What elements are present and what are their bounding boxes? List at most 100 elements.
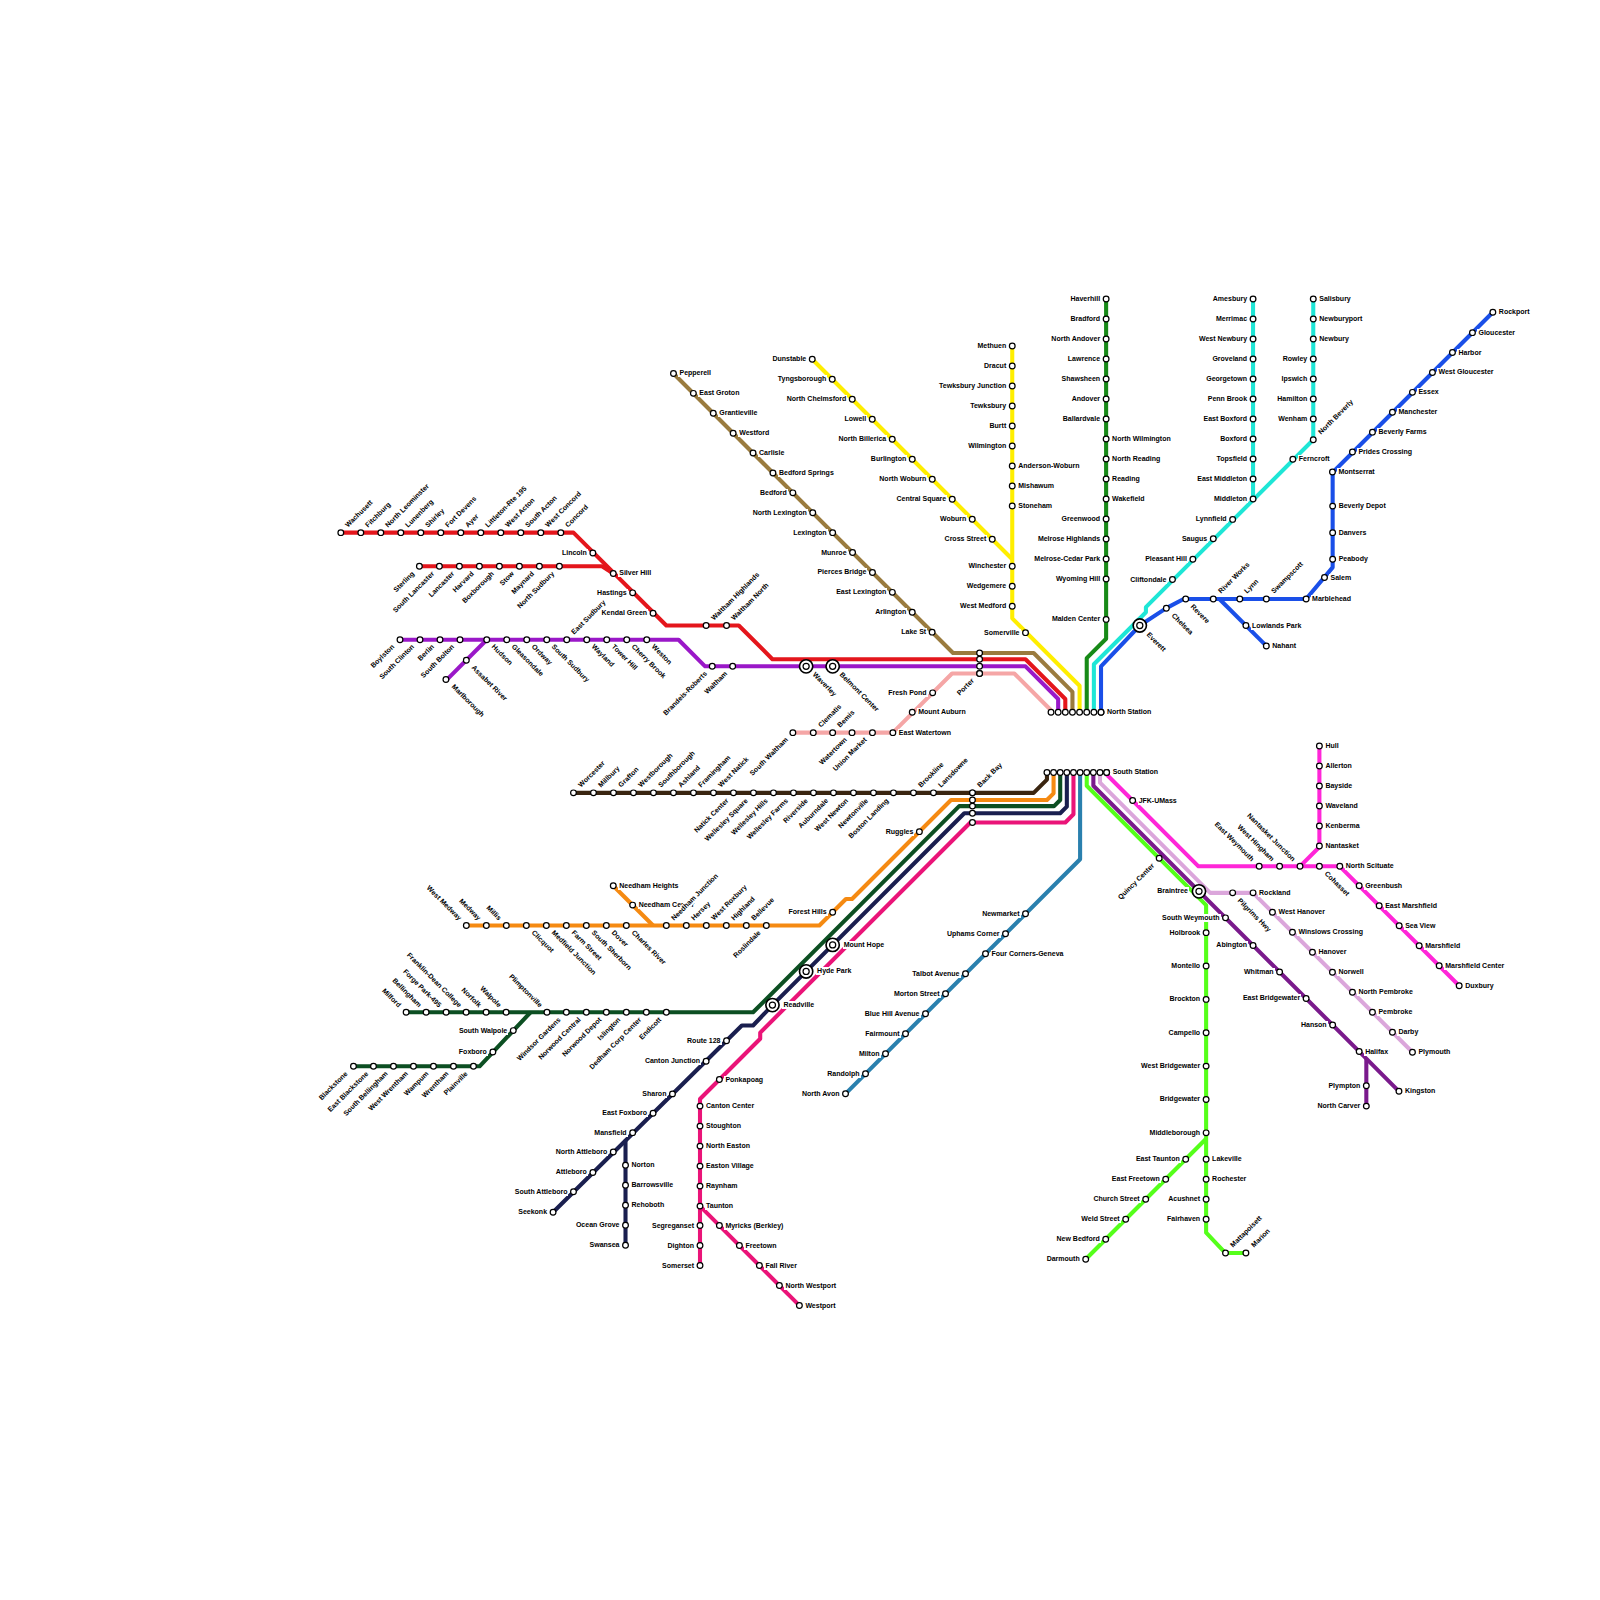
station-label: Attleboro xyxy=(555,1168,588,1176)
station-label: East Boxford xyxy=(1202,415,1248,423)
station-dot xyxy=(1390,1029,1396,1035)
station-dot xyxy=(1103,336,1109,342)
station-dot xyxy=(970,790,976,796)
station-dot xyxy=(417,563,423,569)
station-label: Waveland xyxy=(1324,802,1358,810)
station-label: Blue Hill Avenue xyxy=(864,1010,921,1018)
station-label: East Taunton xyxy=(1135,1155,1181,1163)
station-label: Brockton xyxy=(1168,995,1201,1003)
station-label: Everett xyxy=(1144,630,1168,654)
station-dot xyxy=(1290,929,1296,935)
station-label: North Avon xyxy=(801,1090,841,1098)
station-dot xyxy=(1009,603,1015,609)
station-label: Roslindale xyxy=(731,928,763,960)
station-dot xyxy=(1210,536,1216,542)
station-dot xyxy=(1330,530,1336,536)
station-label: Burlington xyxy=(870,455,907,463)
station-dot xyxy=(417,637,423,643)
station-dot xyxy=(890,730,896,736)
station-dot xyxy=(1044,770,1050,776)
station-dot xyxy=(378,530,384,536)
station-dot xyxy=(1203,1216,1209,1222)
station-dot xyxy=(1277,863,1283,869)
station-label: Canton Center xyxy=(705,1102,755,1110)
station-dot xyxy=(724,1038,730,1044)
station-dot xyxy=(1203,930,1209,936)
station-dot xyxy=(1350,989,1356,995)
station-dot xyxy=(830,909,836,915)
station-label: Penn Brook xyxy=(1207,395,1248,403)
station-dot xyxy=(724,623,730,629)
station-dot xyxy=(1071,770,1077,776)
station-dot xyxy=(851,790,857,796)
interchange-dot xyxy=(1196,888,1202,894)
station-label: Swansea xyxy=(589,1241,621,1249)
station-label: Lowell xyxy=(843,415,867,423)
interchange-dot xyxy=(830,663,836,669)
station-label: Norwell xyxy=(1337,968,1364,976)
station-dot xyxy=(1396,923,1402,929)
station-label: Halifax xyxy=(1364,1048,1389,1056)
rail-line xyxy=(553,772,1067,1212)
station-label: East Marshfield xyxy=(1384,902,1438,910)
station-dot xyxy=(917,829,923,835)
interchange-ring xyxy=(826,938,839,951)
station-dot xyxy=(903,1031,909,1037)
station-dot xyxy=(624,637,630,643)
station-dot xyxy=(1250,396,1256,402)
station-label: Ferncroft xyxy=(1298,455,1331,463)
station-dot xyxy=(697,1263,703,1269)
rail-line xyxy=(846,772,1080,1093)
station-dot xyxy=(504,637,510,643)
station-dot xyxy=(571,790,577,796)
station-label: Lynnfield xyxy=(1195,515,1228,523)
station-dot xyxy=(1430,370,1436,376)
station-dot xyxy=(1450,350,1456,356)
station-label: Merrimac xyxy=(1215,315,1248,323)
station-dot xyxy=(1083,1256,1089,1262)
station-label: Bedford xyxy=(759,489,788,497)
station-dot xyxy=(697,1123,703,1129)
station-label: Danvers xyxy=(1338,529,1368,537)
station-dot xyxy=(1230,517,1236,523)
station-label: Campello xyxy=(1168,1029,1202,1037)
station-dot xyxy=(403,1009,409,1015)
station-label: Hull xyxy=(1324,742,1339,750)
station-dot xyxy=(891,790,897,796)
station-dot xyxy=(1203,1030,1209,1036)
station-dot xyxy=(483,1009,489,1015)
station-dot xyxy=(557,563,563,569)
station-label: Marshfield Center xyxy=(1444,962,1505,970)
station-dot xyxy=(697,1183,703,1189)
station-dot xyxy=(1310,416,1316,422)
interchange-ring xyxy=(766,998,779,1011)
station-dot xyxy=(1250,943,1256,949)
station-dot xyxy=(711,790,717,796)
station-label: Hanover xyxy=(1317,948,1347,956)
station-dot xyxy=(418,530,424,536)
station-dot xyxy=(1322,575,1328,581)
station-dot xyxy=(770,470,776,476)
station-dot xyxy=(790,490,796,496)
station-label: Wenham xyxy=(1277,415,1308,423)
station-dot xyxy=(1062,709,1068,715)
station-dot xyxy=(584,637,590,643)
station-dot xyxy=(611,790,617,796)
station-label: Four Corners-Geneva xyxy=(991,950,1065,958)
station-dot xyxy=(623,923,629,929)
station-dot xyxy=(603,923,609,929)
station-dot xyxy=(870,730,876,736)
station-dot xyxy=(923,1011,929,1017)
station-label: Grantieville xyxy=(718,409,758,417)
station-dot xyxy=(1009,443,1015,449)
station-label: Quincy Center xyxy=(1115,861,1156,902)
station-dot xyxy=(351,1063,357,1069)
station-label: East Bridgewater xyxy=(1242,994,1301,1002)
station-label: Revere xyxy=(1189,602,1213,626)
station-dot xyxy=(630,1130,636,1136)
station-dot xyxy=(591,790,597,796)
station-dot xyxy=(1330,1022,1336,1028)
station-dot xyxy=(1163,1176,1169,1182)
station-dot xyxy=(1290,456,1296,462)
station-label: Plymouth xyxy=(1417,1048,1451,1056)
